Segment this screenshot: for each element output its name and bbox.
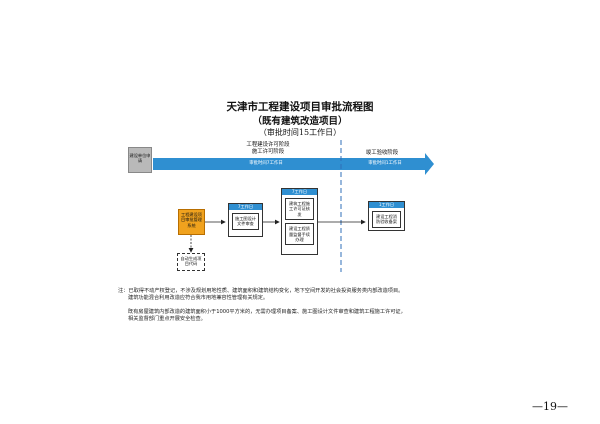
time-note: （审批时间15工作日） [258, 128, 342, 137]
auto-code-box: 自动生成项目代码 [177, 253, 205, 271]
start-box-label: 建设单位申请 [129, 153, 151, 164]
page-number: —19— [532, 400, 568, 413]
approval-system-box: 工程建设项目审批管理系统 [178, 209, 205, 235]
drawing-review-step: 7工作日 施工图设计文件审查 [228, 203, 263, 237]
construction-permit-step: 7工作日 建筑工程施工许可证核发 建设工程质量监督手续办理 [281, 188, 318, 255]
auto-code-label: 自动生成项目代码 [180, 256, 202, 267]
fire-acceptance-step: 1工作日 建设工程消防验收备案 [368, 201, 405, 231]
diagram-subtitle: （既有建筑改造项目） [252, 116, 348, 127]
drawing-review-label: 施工图设计文件审查 [235, 216, 256, 227]
approval-system-label: 工程建设项目审批管理系统 [181, 212, 202, 228]
note-line-1: 注：已取得不动产权登记，不涉及规划用地性质、建筑面积和建筑结构变化，地下空间开发… [118, 288, 404, 294]
construction-permit-header: 7工作日 [282, 189, 317, 195]
note-line-2: 建筑功能混合利用改造应符合我市用地兼容性管理有关规定。 [128, 295, 269, 301]
phase2-title: 竣工验收阶段 [365, 150, 399, 156]
phase2-duration: 审批时间1工作日 [368, 161, 402, 166]
permit-issue-label: 建筑工程施工许可证核发 [289, 201, 310, 217]
start-box: 建设单位申请 [128, 147, 152, 173]
fire-acceptance-header: 1工作日 [369, 202, 404, 208]
quality-supervision-box: 建设工程质量监督手续办理 [285, 223, 314, 246]
diagram-title: 天津市工程建设项目审批流程图 [226, 101, 374, 113]
note-line-4: 相关监督部门重点开展安全检查。 [128, 316, 206, 322]
note-line-3: 既有房屋建筑内部改造的建筑面积小于1000平方米的，无需办理项目备案、施工图设计… [128, 309, 406, 315]
phase1-subtitle: 施工许可阶段 [251, 149, 285, 155]
quality-supervision-label: 建设工程质量监督手续办理 [289, 226, 310, 243]
drawing-review-body: 施工图设计文件审查 [232, 213, 259, 230]
permit-issue-box: 建筑工程施工许可证核发 [285, 198, 314, 221]
fire-acceptance-label: 建设工程消防验收备案 [376, 214, 397, 225]
fire-acceptance-body: 建设工程消防验收备案 [372, 211, 401, 228]
drawing-review-header: 7工作日 [229, 204, 262, 210]
phase1-title: 工程建设许可阶段 [246, 142, 290, 148]
phase1-duration: 审批时间7工作日 [249, 161, 283, 166]
timeline-arrow [153, 153, 434, 175]
